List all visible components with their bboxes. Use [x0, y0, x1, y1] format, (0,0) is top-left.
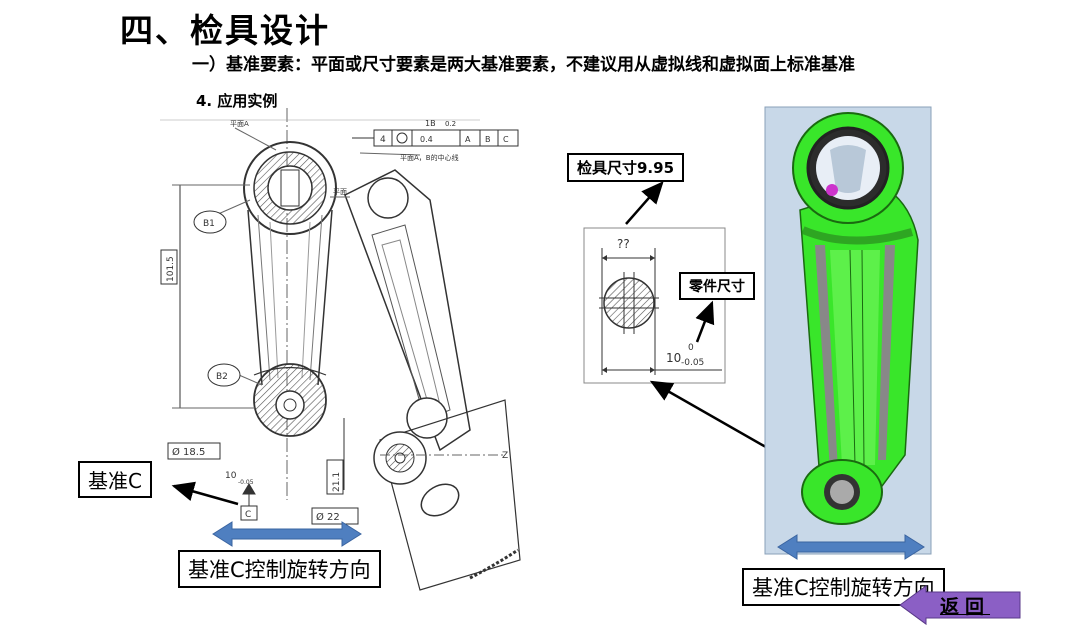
axis-z: Z: [502, 451, 508, 461]
gauge-3d-model: [764, 106, 932, 555]
dim-21-1: 21.1: [332, 472, 342, 492]
dim-10: 10: [225, 471, 237, 481]
note-b-tol: 0.2: [445, 120, 456, 128]
gauge-size-arrow: [625, 181, 664, 225]
back-button[interactable]: 返回: [940, 596, 991, 618]
detail-unknown-dim: ??: [617, 237, 630, 251]
dim-101-5: 101.5: [166, 256, 176, 282]
part-size-arrow: [695, 300, 715, 343]
slide-subtitle: 一）基准要素：平面或尺寸要素是两大基准要素，不建议用从虚拟线和虚拟面上标准基准: [192, 55, 855, 75]
note-b: 1B: [425, 119, 436, 128]
detail-dim-sup: 0: [688, 343, 694, 353]
detail-dim-sub: -0.05: [681, 358, 704, 368]
note-plane-a: 平面A: [230, 120, 249, 128]
datum-c-arrow: [171, 481, 239, 506]
dim-dia-18-5: Ø 18.5: [172, 446, 205, 458]
fcf-number: 4: [380, 135, 386, 145]
note-plane: 平面: [333, 188, 347, 196]
detail-dim-main: 10: [666, 351, 681, 365]
fcf-datum-a: A: [465, 135, 471, 144]
right-rotation-arrow: [777, 534, 925, 560]
technical-drawing: [160, 108, 521, 591]
fcf-tolerance: 0.4: [420, 135, 433, 144]
datum-c-small: C: [245, 510, 251, 520]
rotation-label-left: 基准C控制旋转方向: [178, 550, 381, 588]
back-arrow-icon: [899, 585, 1021, 625]
fcf-datum-b: B: [485, 135, 491, 144]
gauge-size-label: 检具尺寸9.95: [567, 153, 685, 182]
bubble-b1: B1: [203, 219, 215, 229]
note-axis: 平面A，B的中心线: [400, 153, 459, 162]
fcf-datum-c: C: [503, 135, 509, 144]
dim-10-tol: -0.05: [238, 479, 254, 486]
datum-c-label: 基准C: [78, 461, 152, 498]
rotation-label-right: 基准C控制旋转方向: [742, 568, 945, 606]
section-heading: 4. 应用实例: [196, 92, 278, 110]
dim-dia-22: Ø 22: [316, 511, 340, 523]
slide-title: 四、检具设计: [120, 11, 330, 50]
bubble-b2: B2: [216, 372, 228, 382]
left-rotation-arrow: [212, 521, 362, 547]
part-size-label: 零件尺寸: [679, 272, 755, 300]
